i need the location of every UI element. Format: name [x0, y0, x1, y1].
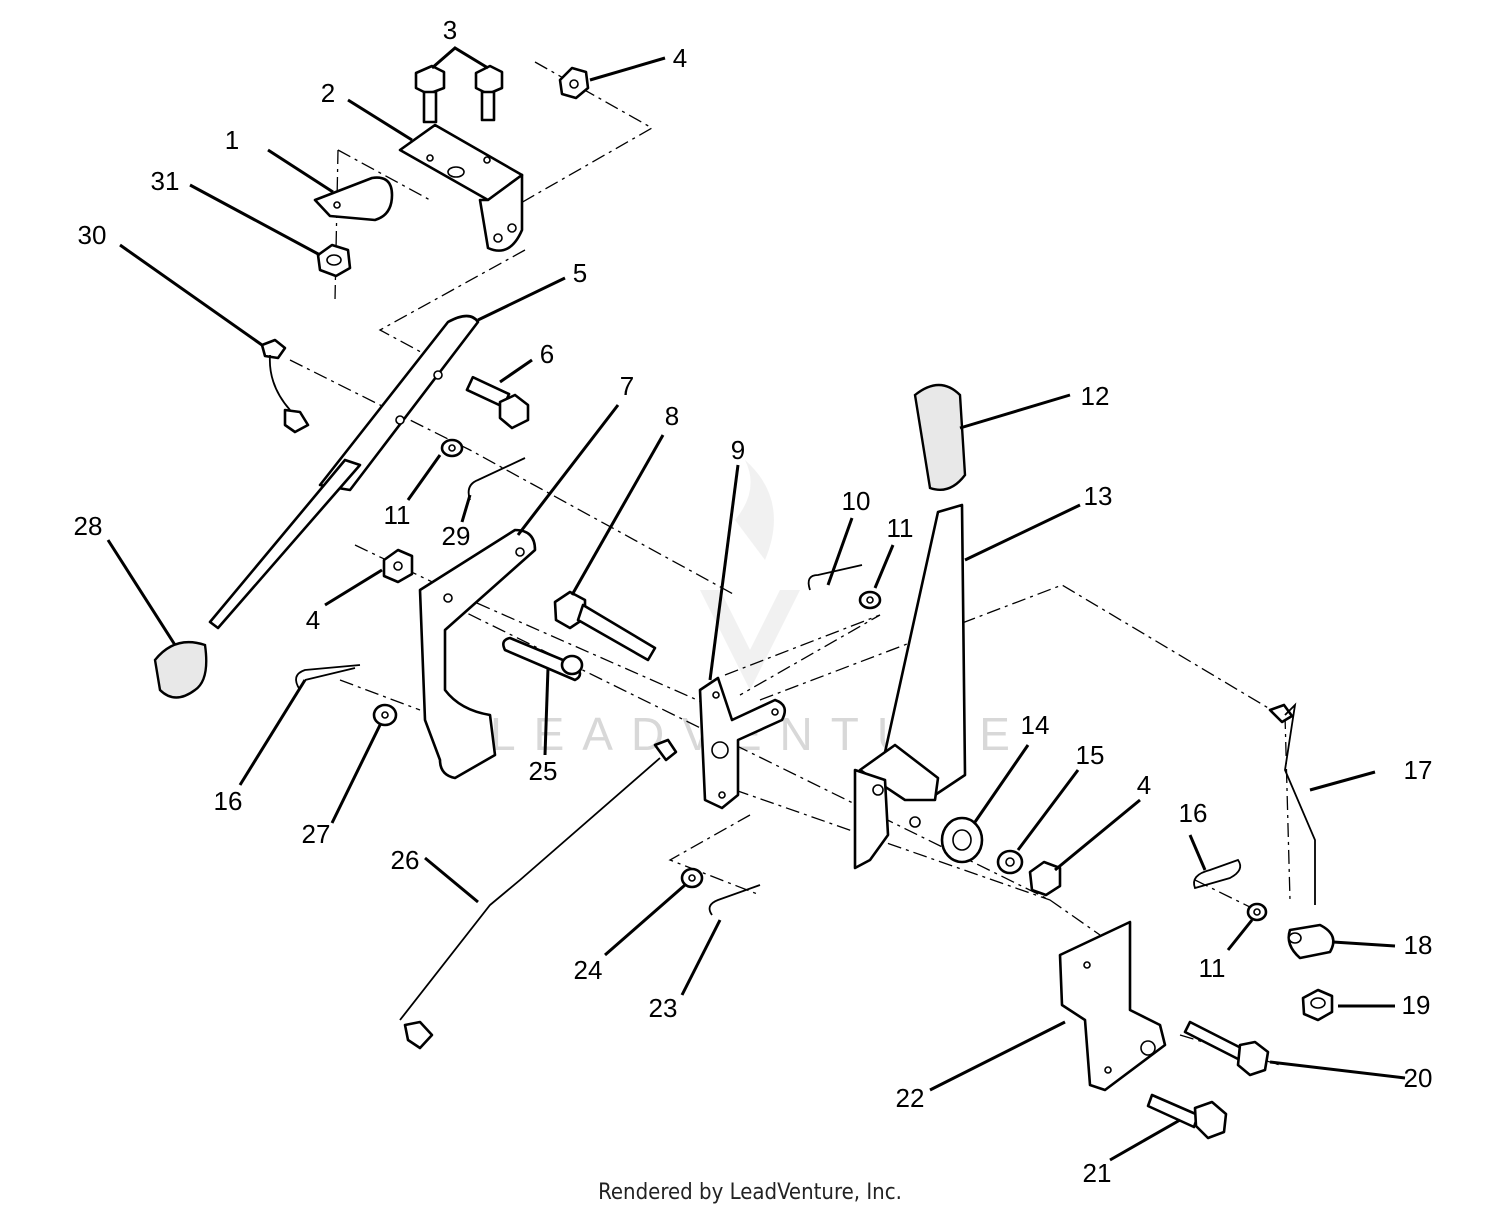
part-28-knob: [153, 640, 208, 699]
callout-11-left: 11: [384, 500, 411, 530]
leadventure-watermark-logo: [700, 460, 800, 690]
part-13-shift-lever: [853, 503, 967, 870]
part-4-nut-mid: [382, 548, 414, 584]
callout-22: 22: [896, 1083, 925, 1113]
callout-20: 20: [1404, 1063, 1433, 1093]
part-15-washer: [996, 849, 1024, 875]
leader-lines: [106, 46, 1406, 1162]
callout-4-right: 4: [1137, 770, 1151, 800]
part-1-clip: [313, 176, 394, 222]
part-16-hairpin-right: [1193, 858, 1242, 890]
callout-10: 10: [842, 486, 871, 516]
part-cotter-pins: [467, 457, 863, 916]
callout-17: 17: [1404, 755, 1433, 785]
part-26-rod: [399, 738, 678, 1050]
part-11-washers: [440, 438, 1268, 922]
part-16-hairpin-left: [295, 664, 361, 691]
callout-24: 24: [574, 955, 603, 985]
part-19-nut: [1301, 988, 1334, 1022]
callout-5: 5: [573, 258, 587, 288]
callout-12: 12: [1081, 381, 1110, 411]
part-2-bracket: [398, 123, 524, 252]
part-5-lever-arm: [208, 314, 480, 630]
part-17-threaded-rod: [1268, 702, 1316, 905]
part-20-bolt: [1183, 1020, 1270, 1077]
part-22-lower-bracket: [1058, 920, 1167, 1092]
callout-16-left: 16: [214, 786, 243, 816]
callout-4-mid: 4: [306, 605, 320, 635]
part-8-bolt: [553, 590, 657, 662]
assembly-lines: [289, 61, 1291, 1066]
part-14-wave-washer: [940, 816, 984, 864]
callout-23: 23: [649, 993, 678, 1023]
part-6-bolt: [465, 375, 530, 430]
part-3-bolts: [414, 64, 504, 124]
callout-25: 25: [529, 756, 558, 786]
callout-26: 26: [391, 845, 420, 875]
part-12-grip: [913, 383, 967, 492]
callout-1: 1: [225, 125, 239, 155]
callout-27: 27: [302, 819, 331, 849]
callout-16-right: 16: [1179, 798, 1208, 828]
part-18-swivel: [1287, 923, 1335, 960]
callout-11-right: 11: [887, 513, 914, 543]
callout-13: 13: [1084, 481, 1113, 511]
credit-text: Rendered by LeadVenture, Inc.: [598, 1180, 902, 1205]
callout-15: 15: [1076, 740, 1105, 770]
part-30-link-rod: [260, 338, 310, 434]
part-24-washer: [680, 867, 704, 889]
part-27-washer: [372, 703, 398, 727]
callouts: 1 2 3 4 5 6 7 8 9 10 11 12 13 14 15 16 1…: [74, 15, 1433, 1188]
callout-6: 6: [540, 339, 554, 369]
callout-7: 7: [620, 371, 634, 401]
part-9-plate: [698, 676, 787, 810]
callout-29: 29: [442, 521, 471, 551]
callout-18: 18: [1404, 930, 1433, 960]
callout-11-lower: 11: [1199, 953, 1226, 983]
callout-21: 21: [1083, 1158, 1112, 1188]
part-4-nut-right: [1028, 860, 1062, 897]
part-25-spacer: [502, 636, 584, 682]
callout-14: 14: [1021, 710, 1050, 740]
callout-2: 2: [321, 78, 335, 108]
callout-4-top: 4: [673, 43, 687, 73]
callout-28: 28: [74, 511, 103, 541]
callout-3: 3: [443, 15, 457, 45]
part-31-nut: [316, 243, 352, 278]
callout-30: 30: [78, 220, 107, 250]
part-7-pedal-bracket: [418, 528, 537, 780]
callout-31: 31: [151, 166, 180, 196]
part-4-nut-top: [558, 66, 590, 100]
callout-19: 19: [1402, 990, 1431, 1020]
callout-8: 8: [665, 401, 679, 431]
callout-9: 9: [731, 435, 745, 465]
part-21-bolt: [1146, 1093, 1228, 1140]
